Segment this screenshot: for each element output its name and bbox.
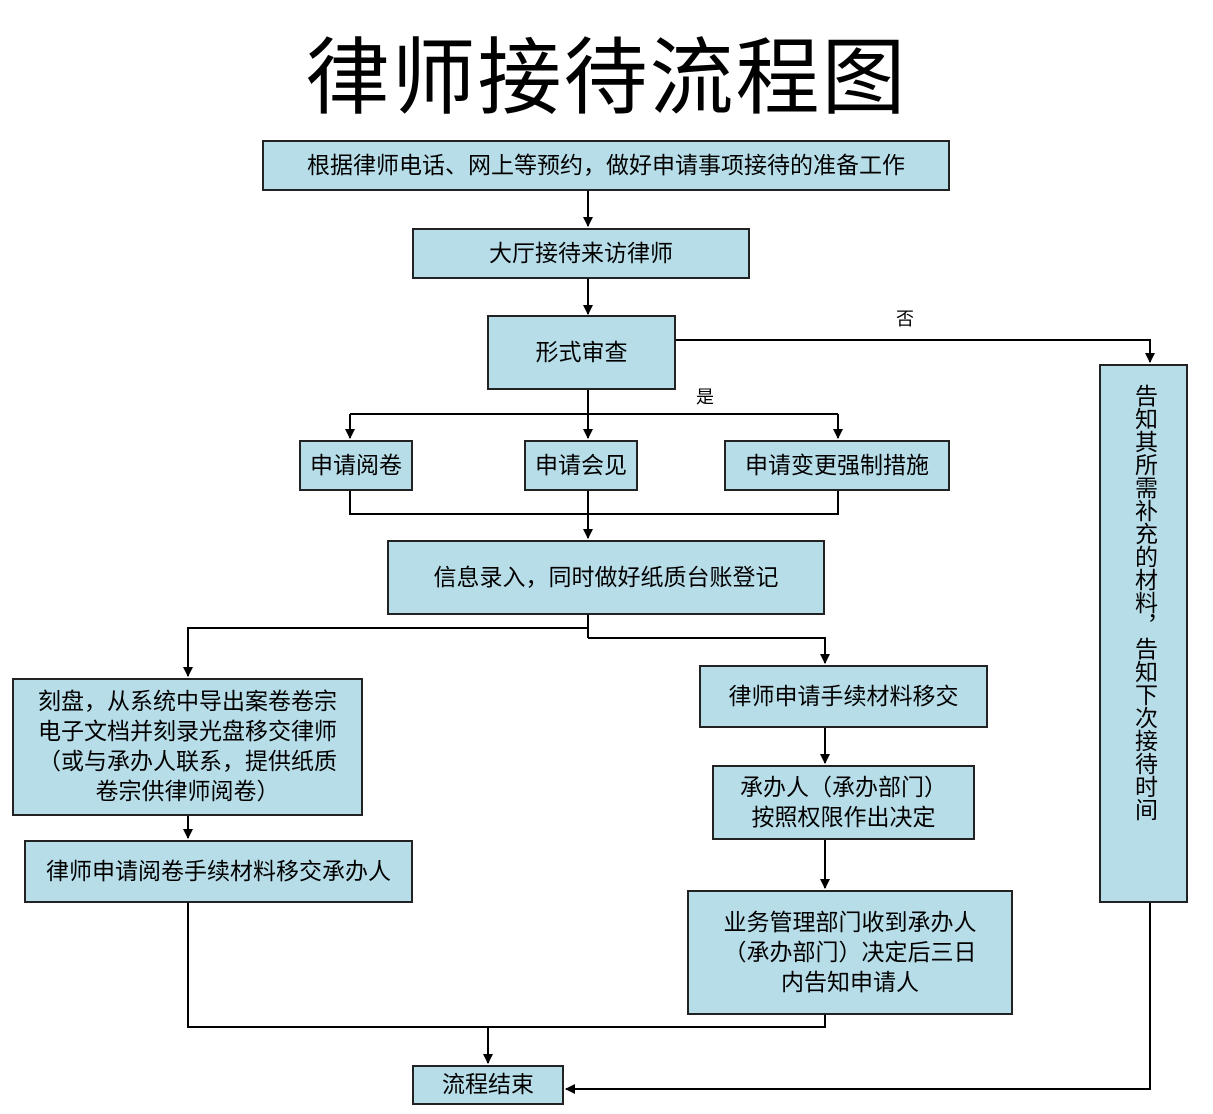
step-end: 流程结束 (412, 1065, 564, 1105)
step-notify: 业务管理部门收到承办人 （承办部门）决定后三日 内告知申请人 (687, 890, 1013, 1015)
step-apply-change: 申请变更强制措施 (724, 440, 950, 491)
step-material-transfer: 律师申请手续材料移交 (699, 665, 988, 728)
step-handler-decision: 承办人（承办部门） 按照权限作出决定 (712, 765, 975, 840)
step-info-entry: 信息录入，同时做好纸质台账登记 (387, 540, 825, 615)
step-burn-disc: 刻盘，从系统中导出案卷卷宗 电子文档并刻录光盘移交律师 （或与承办人联系，提供纸… (12, 678, 363, 816)
step-supplement: 告知其所需补充的材料，告知下次接待时间 (1099, 364, 1188, 903)
yes-label: 是 (696, 387, 714, 408)
step-apply-read: 申请阅卷 (299, 440, 413, 491)
step-formal-review: 形式审查 (487, 315, 676, 390)
page-title: 律师接待流程图 (305, 29, 908, 127)
step-apply-meet: 申请会见 (524, 440, 638, 491)
step-read-transfer: 律师申请阅卷手续材料移交承办人 (24, 840, 413, 903)
no-label: 否 (896, 309, 914, 330)
step-prepare: 根据律师电话、网上等预约，做好申请事项接待的准备工作 (262, 140, 950, 191)
step-reception: 大厅接待来访律师 (412, 228, 750, 279)
